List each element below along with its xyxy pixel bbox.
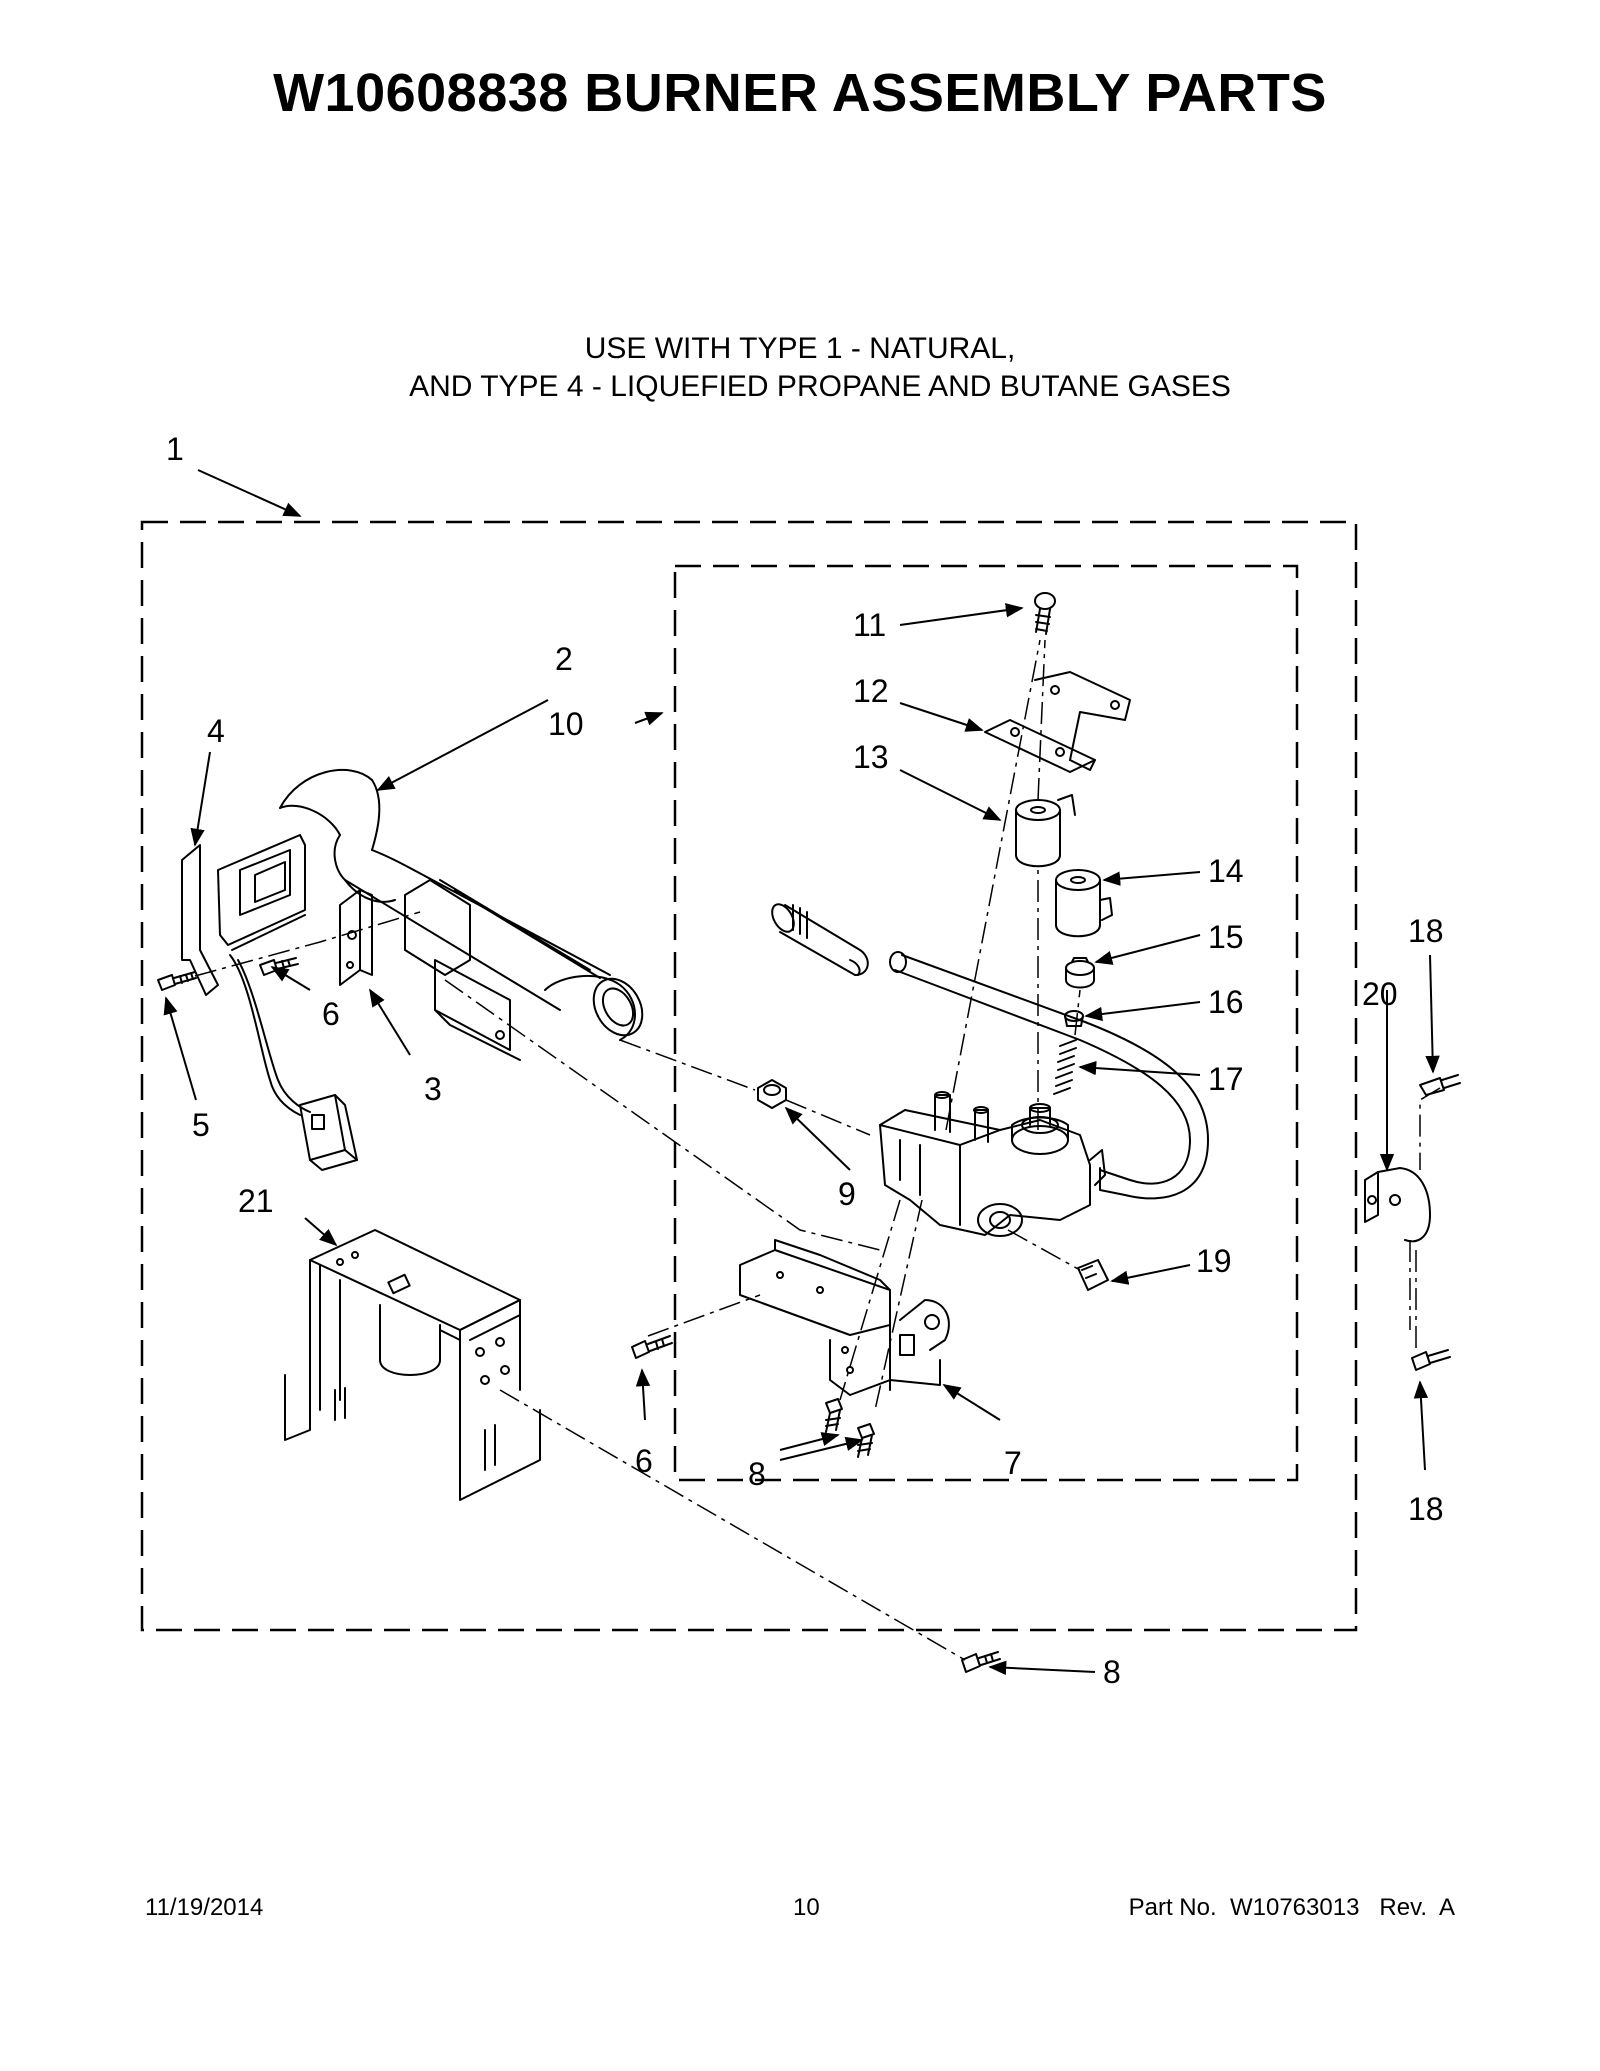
callout-16: 16 xyxy=(1208,984,1244,1020)
flame-sensor xyxy=(181,834,306,996)
callout-2: 2 xyxy=(555,641,573,677)
screw-item-6-valve xyxy=(631,1335,673,1359)
regulator-plug xyxy=(1064,1010,1084,1027)
callout-6-left: 6 xyxy=(322,996,340,1032)
subtitle-line-1: USE WITH TYPE 1 - NATURAL, xyxy=(584,332,1016,365)
footer-date: 11/19/2014 xyxy=(145,1894,264,1921)
screw-item-19 xyxy=(1077,1259,1109,1291)
callout-20: 20 xyxy=(1362,976,1398,1012)
screw-item-6-left xyxy=(259,957,299,976)
page-title: W10608838 BURNER ASSEMBLY PARTS xyxy=(273,63,1327,123)
coil-bracket xyxy=(984,671,1131,773)
screw-item-8-upper xyxy=(825,1398,843,1433)
callout-10: 10 xyxy=(548,706,584,742)
gas-supply-pipe xyxy=(889,951,1209,1200)
subtitle-line-2: AND TYPE 4 - LIQUEFIED PROPANE AND BUTAN… xyxy=(409,370,1231,403)
screw-item-18-upper xyxy=(1419,1074,1461,1096)
outer-assembly-boundary xyxy=(140,520,1358,1632)
valve-coil-14 xyxy=(1055,869,1113,938)
assembly-centerlines xyxy=(194,639,1441,1661)
callout-13: 13 xyxy=(853,739,889,775)
screw-item-5 xyxy=(157,971,197,991)
gas-valve-body xyxy=(879,1091,1106,1237)
callout-6-valve: 6 xyxy=(635,1443,653,1479)
base-bracket xyxy=(284,1229,541,1501)
callout-12: 12 xyxy=(853,673,889,709)
regulator-spring xyxy=(1053,1039,1077,1095)
leader-arrows xyxy=(163,469,1440,1675)
callout-15: 15 xyxy=(1208,919,1244,955)
wire-harness xyxy=(229,954,358,1171)
valve-assembly-boundary xyxy=(673,564,1299,1482)
callout-8-bottom: 8 xyxy=(1103,1654,1121,1690)
callout-labels: 1 2 10 4 6 3 5 21 11 12 13 14 15 16 17 9… xyxy=(166,431,1444,1690)
orifice xyxy=(757,1079,787,1109)
callout-17: 17 xyxy=(1208,1061,1244,1097)
pipe-nipple xyxy=(771,903,869,976)
valve-coil-13 xyxy=(1015,794,1076,868)
footer-page-number: 10 xyxy=(793,1894,820,1921)
callout-5: 5 xyxy=(192,1107,210,1143)
regulator-cap xyxy=(1065,957,1095,989)
callout-11: 11 xyxy=(853,607,886,643)
callout-8-bracket: 8 xyxy=(748,1456,766,1492)
callout-7: 7 xyxy=(1004,1445,1022,1481)
footer-part-number: Part No. W10763013 Rev. A xyxy=(1128,1894,1455,1921)
callout-14: 14 xyxy=(1208,853,1244,889)
callout-18-upper: 18 xyxy=(1408,913,1444,949)
burner-bracket xyxy=(339,879,521,1061)
callout-21: 21 xyxy=(238,1183,274,1219)
screw-item-8-bottom xyxy=(961,1651,1001,1673)
screw-item-11 xyxy=(1034,592,1056,635)
burner-tube xyxy=(279,768,644,1041)
callout-3: 3 xyxy=(424,1071,442,1107)
valve-bracket xyxy=(739,1239,950,1396)
callout-1: 1 xyxy=(166,431,184,467)
wire-clamp xyxy=(1364,1167,1431,1243)
callout-4: 4 xyxy=(207,713,225,749)
callout-9: 9 xyxy=(838,1176,856,1212)
screw-item-18-lower xyxy=(1411,1349,1451,1371)
callout-18-lower: 18 xyxy=(1408,1491,1444,1527)
callout-19: 19 xyxy=(1196,1243,1232,1279)
